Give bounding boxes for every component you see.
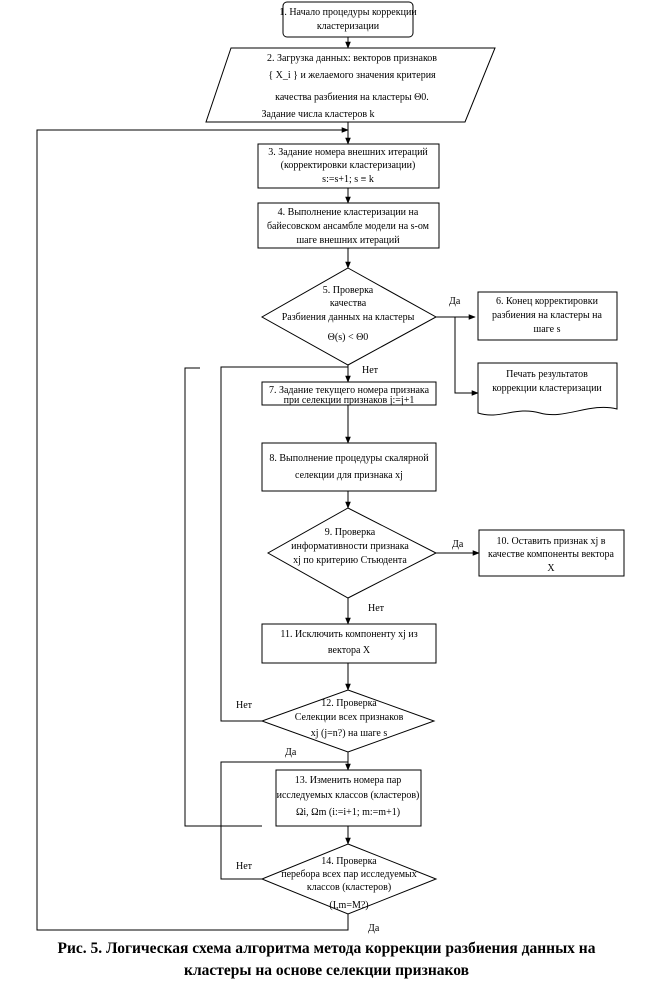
node-9-line: 9. Проверка xyxy=(325,527,376,538)
node-8-box xyxy=(261,442,437,492)
node-6b-text: Печать результатов коррекции кластеризац… xyxy=(492,369,602,394)
node-10-box xyxy=(478,529,625,577)
node-6b-line: коррекции кластеризации xyxy=(492,383,602,394)
node-6b-line: Печать результатов xyxy=(506,369,588,380)
node-5-diamond xyxy=(260,267,438,366)
shapes xyxy=(205,1,625,915)
branch-no-label-12: Нет xyxy=(236,700,253,711)
node-2-line: { X_i } и желаемого значения критерия xyxy=(268,70,436,81)
node-10-line: качестве компоненты вектора xyxy=(488,549,615,560)
node-11-box xyxy=(261,623,437,664)
node-6b-document xyxy=(477,362,618,416)
node-5-line: качества xyxy=(330,298,367,309)
branch-yes-label-5: Да xyxy=(449,296,461,307)
node-7-box xyxy=(261,381,437,406)
node-6-line: шаге s xyxy=(534,324,561,335)
node-1-text: 1. Начало процедуры коррекции кластериза… xyxy=(279,7,417,32)
node-1-line: 1. Начало процедуры коррекции xyxy=(279,7,417,18)
node-6-line: разбиения на кластеры на xyxy=(492,310,602,321)
node-12-line: 12. Проверка xyxy=(321,698,377,709)
node-3-line: s:=s+1; s ≡ k xyxy=(322,174,374,185)
node-13-line: Ωi, Ωm (i:=i+1; m:=m+1) xyxy=(296,807,400,818)
node-13-box xyxy=(275,769,422,827)
caption-line-1: Рис. 5. Логическая схема алгоритма метод… xyxy=(57,940,596,957)
node-6-text: 6. Конец корректировки разбиения на клас… xyxy=(492,296,602,335)
branch-no-label-9: Нет xyxy=(368,603,385,614)
node-4-line: шаге внешних итераций xyxy=(296,235,400,246)
node-9-text: 9. Проверка информативности признака xj … xyxy=(291,527,409,566)
node-13-text: 13. Изменить номера пар исследуемых клас… xyxy=(277,775,420,818)
node-4-line: байесовском ансамбле модели на s-ом xyxy=(267,221,430,232)
node-3-text: 3. Задание номера внешних итераций (корр… xyxy=(268,147,428,185)
node-6-box xyxy=(477,291,618,341)
caption-line-2: кластеры на основе селекции признаков xyxy=(184,962,469,979)
node-3-line: 3. Задание номера внешних итераций xyxy=(268,147,428,158)
node-3-box xyxy=(257,143,440,189)
connectors xyxy=(36,37,480,931)
node-5-line: Θ(s) < Θ0 xyxy=(328,332,369,343)
node-14-line: 14. Проверка xyxy=(321,856,377,867)
node-2-input xyxy=(205,47,496,123)
node-12-text: 12. Проверка Селекции всех признаков xj … xyxy=(295,698,404,739)
branch-yes-label-12: Да xyxy=(285,747,297,758)
branch-no-label-14: Нет xyxy=(236,861,253,872)
node-13-line: 13. Изменить номера пар xyxy=(295,775,402,786)
node-11-text: 11. Исключить компоненту xj из вектора X xyxy=(280,629,417,656)
node-8-line: селекции для признака xj xyxy=(295,470,403,481)
node-7-text: 7. Задание текущего номера признака при … xyxy=(269,385,430,406)
node-14-line: (I,m=M?) xyxy=(329,900,368,911)
branch-yes-label-9: Да xyxy=(452,539,464,550)
branch-yes-label-14: Да xyxy=(368,923,380,934)
node-9-line: информативности признака xyxy=(291,541,409,552)
node-4-box xyxy=(257,202,440,249)
branch-no-label-5: Нет xyxy=(362,365,379,376)
node-13-line: исследуемых классов (кластеров) xyxy=(277,790,420,801)
node-2-line: 2. Загрузка данных: векторов признаков xyxy=(267,53,437,64)
node-3-line: (корректировки кластеризации) xyxy=(281,160,416,171)
node-12-line: xj (j=n?) на шаге s xyxy=(311,728,388,739)
node-14-line: классов (кластеров) xyxy=(307,882,391,893)
node-12-line: Селекции всех признаков xyxy=(295,712,404,723)
node-1-line: кластеризации xyxy=(317,21,380,32)
node-10-line: 10. Оставить признак xj в xyxy=(497,536,606,547)
node-7-line: при селекции признаков j:=j+1 xyxy=(284,395,415,406)
node-11-line: 11. Исключить компоненту xj из xyxy=(280,629,417,640)
node-7-line: 7. Задание текущего номера признака xyxy=(269,385,430,396)
node-2-text: 2. Загрузка данных: векторов признаков {… xyxy=(261,53,437,120)
node-11-line: вектора X xyxy=(328,645,371,656)
node-14-text: 14. Проверка перебора всех пар исследуем… xyxy=(281,856,417,911)
node-1-start xyxy=(282,1,414,38)
node-2-line: Задание числа кластеров k xyxy=(261,109,374,120)
node-5-text: 5. Проверка качества Разбиения данных на… xyxy=(282,285,415,343)
node-8-line: 8. Выполнение процедуры скалярной xyxy=(269,453,429,464)
node-10-text: 10. Оставить признак xj в качестве компо… xyxy=(488,536,615,574)
node-14-diamond xyxy=(260,843,438,915)
node-5-line: 5. Проверка xyxy=(323,285,374,296)
node-8-text: 8. Выполнение процедуры скалярной селекц… xyxy=(269,453,429,481)
figure-caption: Рис. 5. Логическая схема алгоритма метод… xyxy=(0,938,653,982)
node-14-line: перебора всех пар исследуемых xyxy=(281,869,417,880)
node-4-text: 4. Выполнение кластеризации на байесовск… xyxy=(267,207,430,246)
node-12-diamond xyxy=(260,689,436,753)
node-9-line: xj по критерию Стьюдента xyxy=(293,555,407,566)
node-4-line: 4. Выполнение кластеризации на xyxy=(278,207,419,218)
node-6-line: 6. Конец корректировки xyxy=(496,296,599,307)
node-2-line: качества разбиения на кластеры Θ0. xyxy=(275,92,429,103)
node-9-diamond xyxy=(266,507,438,599)
node-5-line: Разбиения данных на кластеры xyxy=(282,312,415,323)
node-10-line: X xyxy=(547,563,555,574)
